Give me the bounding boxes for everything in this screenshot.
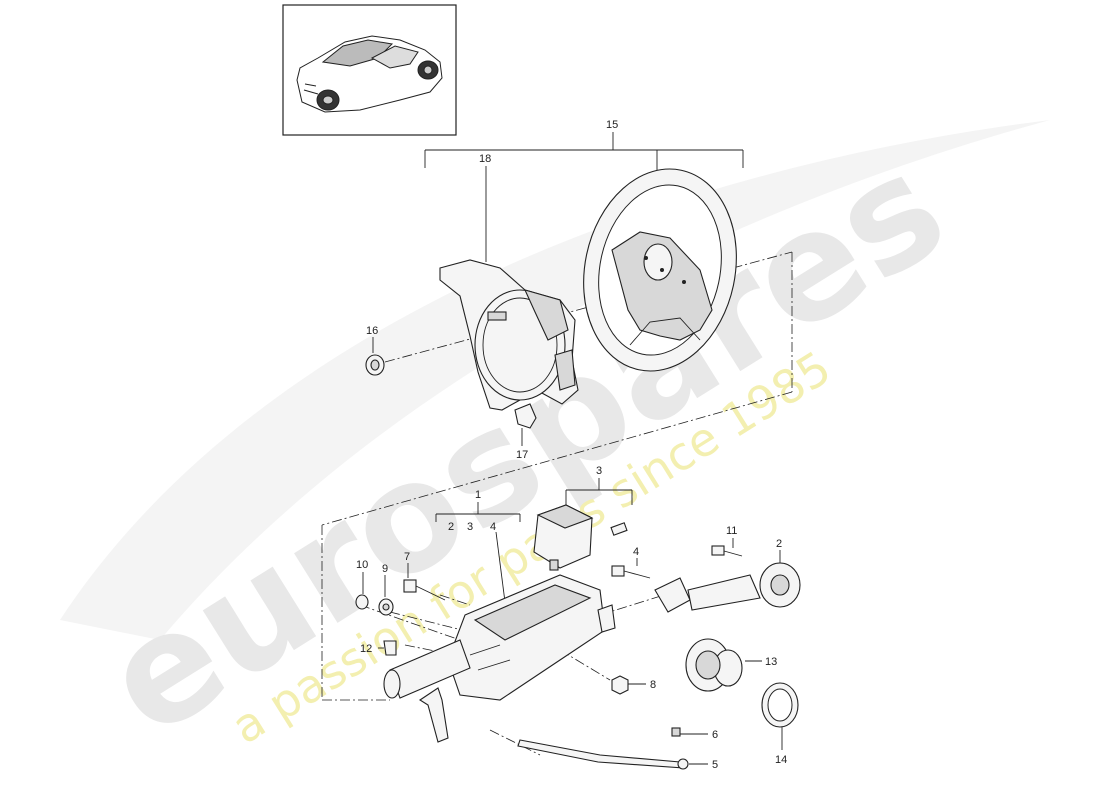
ring-14: [761, 682, 799, 750]
callout-16: 16: [366, 325, 378, 337]
callout-18: 18: [479, 153, 491, 165]
bracket-3: [565, 478, 633, 505]
callout-15: 15: [606, 119, 618, 131]
steering-wheel: [583, 168, 737, 372]
bolt-4: [611, 558, 651, 579]
callout-1: 1: [475, 489, 481, 501]
callout-4: 4: [633, 546, 639, 558]
callout-1-sub-4: 4: [490, 521, 496, 533]
part-16-grommet: [365, 337, 385, 376]
nut-8: [611, 675, 646, 695]
callout-6: 6: [712, 729, 718, 741]
callout-17: 17: [516, 449, 528, 461]
washer-9: [378, 575, 394, 616]
callout-1-sub-3: 3: [467, 521, 473, 533]
callout-11: 11: [726, 525, 737, 537]
callout-14: 14: [775, 754, 787, 766]
control-module: [533, 504, 628, 571]
part-6-fastener: [671, 727, 708, 737]
callout-2: 2: [776, 538, 782, 550]
bolt-7: [403, 563, 446, 601]
callout-8: 8: [650, 679, 656, 691]
callout-12: 12: [360, 643, 372, 655]
callout-10: 10: [356, 559, 368, 571]
bracket-1: [435, 502, 521, 603]
bracket-15: [424, 132, 744, 172]
callout-5: 5: [712, 759, 718, 771]
washer-10: [355, 572, 369, 610]
cable-5: [517, 739, 708, 770]
callout-13: 13: [765, 656, 777, 668]
watermark: eurospares a passion for parts since 198…: [60, 120, 1050, 771]
part-17-clip: [514, 403, 537, 446]
sleeve-13: [685, 638, 762, 692]
bolt-11: [711, 538, 743, 557]
callout-7: 7: [404, 551, 410, 563]
callout-3-group: 3: [596, 465, 602, 477]
callout-1-sub-2: 2: [448, 521, 454, 533]
part-12-clip: [378, 640, 397, 656]
steering-wheel-trim: [439, 259, 579, 411]
watermark-swoosh: [60, 120, 1050, 640]
vehicle-thumbnail: [282, 4, 457, 136]
steering-column: [383, 574, 616, 743]
callout-9: 9: [382, 563, 388, 575]
intermediate-shaft: [654, 550, 801, 613]
convertible-car-icon: [296, 35, 443, 113]
